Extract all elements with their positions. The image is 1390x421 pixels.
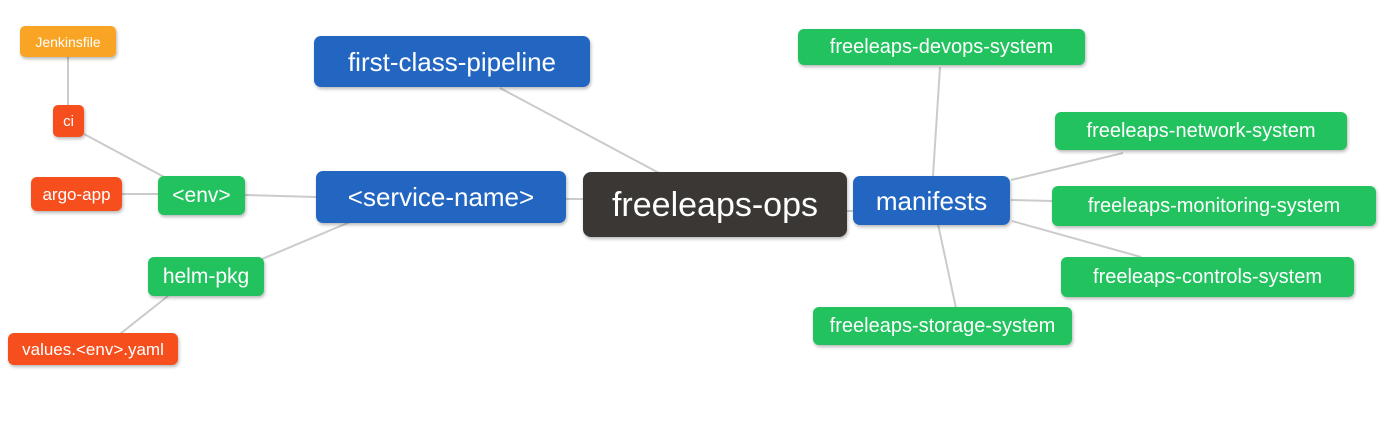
node-freeleaps-devops-system[interactable]: freeleaps-devops-system <box>798 29 1085 65</box>
node-argo-app[interactable]: argo-app <box>31 177 122 211</box>
node-values-env-yaml[interactable]: values.<env>.yaml <box>8 333 178 365</box>
node-first-class-pipeline[interactable]: first-class-pipeline <box>314 36 590 87</box>
edge-manifests-monitoring-system <box>1010 199 1054 202</box>
node-manifests[interactable]: manifests <box>853 176 1010 225</box>
node-env[interactable]: <env> <box>158 176 245 215</box>
node-freeleaps-network-system[interactable]: freeleaps-network-system <box>1055 112 1347 150</box>
node-freeleaps-storage-system[interactable]: freeleaps-storage-system <box>813 307 1072 345</box>
node-freeleaps-controls-system[interactable]: freeleaps-controls-system <box>1061 257 1354 297</box>
node-jenkinsfile[interactable]: Jenkinsfile <box>20 26 116 57</box>
edge-ci-env <box>83 133 167 179</box>
edge-manifests-controls-system <box>1011 220 1142 258</box>
edge-manifests-devops-system <box>932 66 941 177</box>
node-service-name[interactable]: <service-name> <box>316 171 566 223</box>
edge-manifests-storage-system <box>937 223 957 309</box>
edge-values-helm-pkg <box>119 295 169 335</box>
edge-pipeline-freeleaps-ops <box>499 87 660 174</box>
edge-helm-pkg-service-name <box>261 221 351 260</box>
node-ci[interactable]: ci <box>53 105 84 137</box>
edge-manifests-network-system <box>1010 152 1124 181</box>
node-freeleaps-ops[interactable]: freeleaps-ops <box>583 172 847 237</box>
node-freeleaps-monitoring-system[interactable]: freeleaps-monitoring-system <box>1052 186 1376 226</box>
edge-env-service-name <box>244 194 317 198</box>
node-helm-pkg[interactable]: helm-pkg <box>148 257 264 296</box>
